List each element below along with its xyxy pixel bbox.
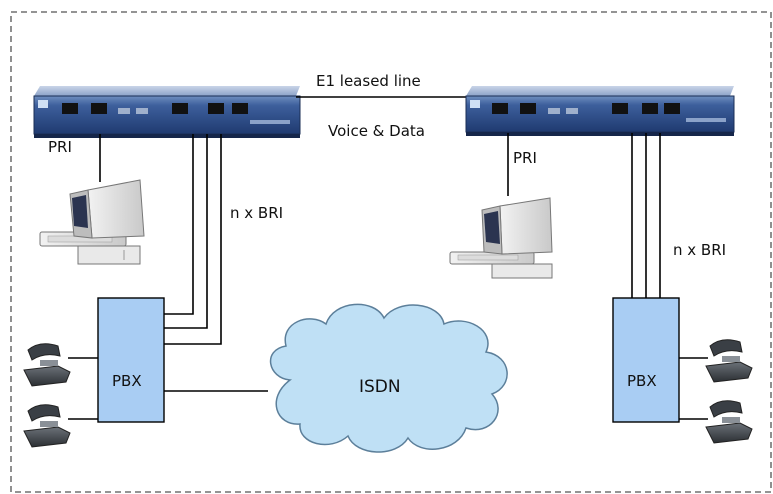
left-bri-wire-2 xyxy=(163,134,208,329)
right-bri-label: n x BRI xyxy=(673,241,726,259)
left-pri-label: PRI xyxy=(48,138,72,156)
right-pri-label: PRI xyxy=(513,149,537,167)
left-router-icon xyxy=(33,86,301,138)
left-bri-label: n x BRI xyxy=(230,204,283,222)
right-router-icon xyxy=(465,86,735,136)
left-bri-wire-3 xyxy=(163,134,222,345)
left-pbx-box xyxy=(97,297,165,423)
right-phone-icon-1 xyxy=(705,339,753,383)
right-phone-icon-2 xyxy=(705,400,753,444)
left-bri-wire-1 xyxy=(163,134,194,315)
right-pc-icon xyxy=(449,197,553,279)
diagram-border xyxy=(10,11,772,493)
left-pbx-label: PBX xyxy=(112,372,142,390)
left-phone-icon-1 xyxy=(23,343,71,387)
isdn-label: ISDN xyxy=(359,377,401,397)
right-pbx-box xyxy=(612,297,680,423)
left-pc-icon xyxy=(39,179,145,265)
e1-bottom-label: Voice & Data xyxy=(328,122,425,140)
right-pbx-label: PBX xyxy=(627,372,657,390)
isdn-cloud-icon xyxy=(269,303,508,453)
e1-top-label: E1 leased line xyxy=(316,72,421,90)
left-phone-icon-2 xyxy=(23,404,71,448)
